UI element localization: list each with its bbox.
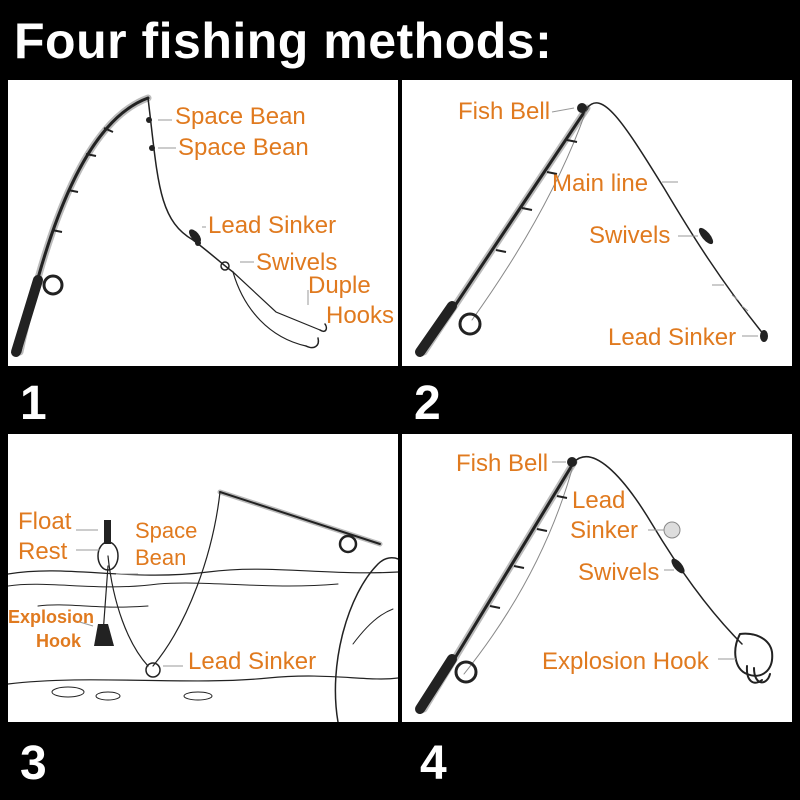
label-swivels: Swivels [578, 559, 660, 586]
page-title: Four fishing methods: [14, 13, 553, 69]
method-2-panel: Fish Bell Main line Swivels Lead Sinker [402, 80, 792, 366]
method-3-panel: Float Rest Space Bean Explosion Hook Lea… [8, 434, 398, 722]
label-explosion-hook: Explosion Hook [542, 648, 709, 675]
label-space: Space [135, 518, 198, 543]
label-swivels: Swivels [589, 222, 671, 249]
method-2-illustration [415, 102, 768, 357]
label-bean: Bean [135, 545, 187, 570]
method-4-number: 4 [420, 737, 447, 790]
label-lead-sinker: Lead Sinker [208, 212, 337, 239]
label-fish-bell: Fish Bell [456, 450, 549, 477]
label-space-bean-2: Space Bean [178, 134, 309, 161]
method-3-number: 3 [20, 737, 47, 790]
method-1-number: 1 [20, 377, 47, 430]
method-4-panel: Fish Bell Lead Sinker Swivels Explosion … [402, 434, 792, 722]
label-sinker: Sinker [570, 517, 639, 544]
label-duple: Duple [308, 272, 371, 299]
method-4-illustration [415, 456, 774, 714]
label-lead-sinker: Lead Sinker [608, 324, 737, 351]
label-fish-bell: Fish Bell [458, 98, 551, 125]
label-swivels: Swivels [256, 249, 338, 276]
label-space-bean-1: Space Bean [175, 103, 306, 130]
label-lead: Lead [572, 487, 626, 514]
label-hook: Hook [36, 631, 81, 651]
label-main-line: Main line [552, 170, 649, 197]
method-1-illustration [11, 94, 328, 357]
label-rest: Rest [18, 538, 68, 565]
method-2-number: 2 [414, 377, 441, 430]
label-hooks: Hooks [326, 302, 395, 329]
label-lead-sinker: Lead Sinker [188, 648, 317, 675]
method-1-panel: Space Bean Space Bean Lead Sinker Swivel… [8, 80, 398, 366]
label-float: Float [18, 508, 72, 535]
method-3-illustration [8, 489, 398, 722]
label-explosion: Explosion [8, 607, 95, 627]
